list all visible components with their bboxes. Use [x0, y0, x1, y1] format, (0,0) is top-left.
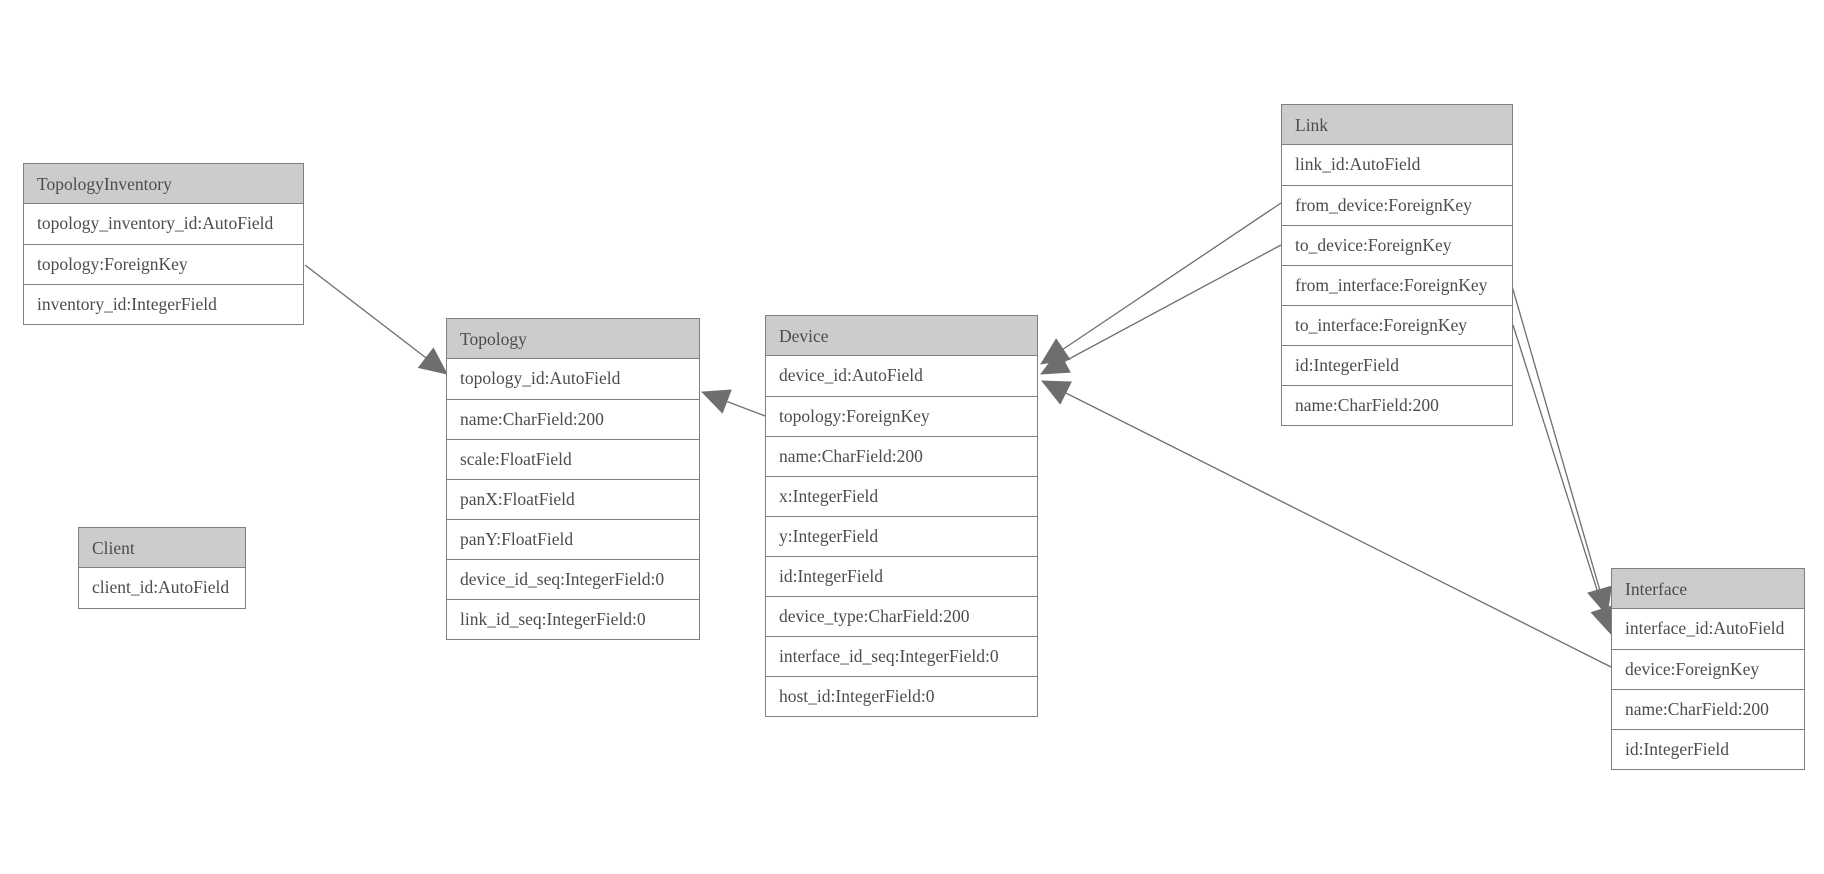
entity-link-title: Link	[1282, 105, 1512, 145]
entity-link-field-4: to_interface:ForeignKey	[1282, 305, 1512, 345]
entity-interface-field-3: id:IntegerField	[1612, 729, 1804, 769]
relation-link-to-interface-to-interface	[1512, 324, 1616, 635]
entity-topology-field-4: panY:FloatField	[447, 519, 699, 559]
entity-link-field-1: from_device:ForeignKey	[1282, 185, 1512, 225]
entity-client-field-0: client_id:AutoField	[92, 577, 230, 597]
entity-link-field-5: id:IntegerField	[1282, 345, 1512, 385]
entity-device-field-1: topology:ForeignKey	[766, 396, 1037, 436]
entity-interface: Interface interface_id:AutoField device:Fo…	[1611, 568, 1805, 770]
entity-link-field-0: link_id:AutoField	[1295, 154, 1421, 174]
relation-link-to-device-to-device	[1040, 244, 1282, 375]
entity-client: Client client_id:AutoField	[78, 527, 246, 609]
entity-topology-field-0: topology_id:AutoField	[460, 368, 621, 388]
entity-interface-field-0: interface_id:AutoField	[1625, 618, 1785, 638]
entity-topology-field-1: name:CharField:200	[447, 399, 699, 439]
entity-topology-field-6: link_id_seq:IntegerField:0	[447, 599, 699, 639]
relation-topology-inventory-topology-to-topology	[304, 264, 448, 375]
entity-topology-field-2: scale:FloatField	[447, 439, 699, 479]
entity-topology-title: Topology	[447, 319, 699, 359]
entity-link-field-6: name:CharField:200	[1282, 385, 1512, 425]
entity-device: Device device_id:AutoField topology:Foreig…	[765, 315, 1038, 717]
entity-device-field-4: y:IntegerField	[766, 516, 1037, 556]
entity-client-title: Client	[79, 528, 245, 568]
entity-topology-inventory-field-2: inventory_id:IntegerField	[24, 284, 303, 324]
entity-device-title: Device	[766, 316, 1037, 356]
entity-topology-field-5: device_id_seq:IntegerField:0	[447, 559, 699, 599]
entity-link-field-2: to_device:ForeignKey	[1282, 225, 1512, 265]
entity-interface-field-2: name:CharField:200	[1612, 689, 1804, 729]
relation-link-from-device-to-device	[1040, 202, 1282, 365]
entity-device-field-3: x:IntegerField	[766, 476, 1037, 516]
entity-topology-inventory-field-1: topology:ForeignKey	[24, 244, 303, 284]
entity-interface-title: Interface	[1612, 569, 1804, 609]
entity-device-field-0: device_id:AutoField	[779, 365, 923, 385]
entity-topology-field-3: panX:FloatField	[447, 479, 699, 519]
entity-device-field-5: id:IntegerField	[766, 556, 1037, 596]
relation-device-topology-to-topology	[701, 389, 766, 417]
entity-device-field-2: name:CharField:200	[766, 436, 1037, 476]
entity-link-field-3: from_interface:ForeignKey	[1282, 265, 1512, 305]
entity-topology: Topology topology_id:AutoField name:CharFi…	[446, 318, 700, 640]
entity-device-field-7: interface_id_seq:IntegerField:0	[766, 636, 1037, 676]
entity-topology-inventory: TopologyInventory topology_inventory_id:A…	[23, 163, 304, 325]
entity-device-field-6: device_type:CharField:200	[766, 596, 1037, 636]
entity-interface-field-1: device:ForeignKey	[1612, 649, 1804, 689]
entity-link: Link link_id:AutoField from_device:Foreign…	[1281, 104, 1513, 426]
entity-topology-inventory-field-0: topology_inventory_id:AutoField	[37, 213, 274, 233]
entity-topology-inventory-title: TopologyInventory	[24, 164, 303, 204]
entity-device-field-8: host_id:IntegerField:0	[766, 676, 1037, 716]
relation-link-from-interface-to-interface	[1511, 285, 1612, 616]
